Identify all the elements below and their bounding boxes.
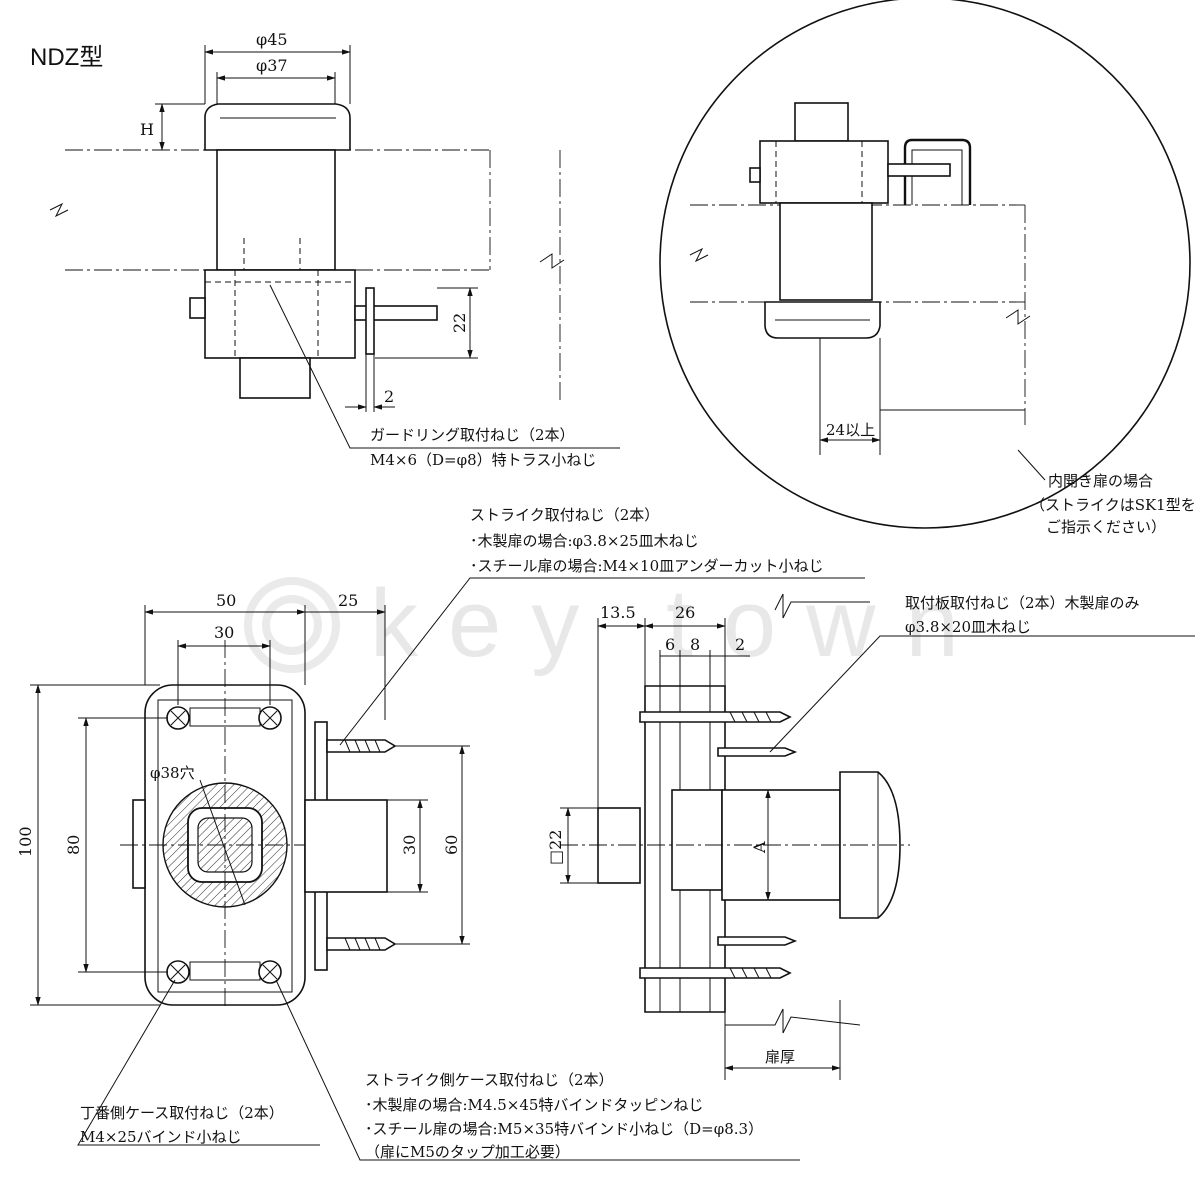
note-case-3: ･スチール扉の場合:M5×35特バインド小ねじ（D=φ8.3）	[365, 1120, 763, 1138]
note-hinge-1: 丁番側ケース取付ねじ（2本）	[80, 1104, 284, 1122]
dim-100: 100	[16, 826, 35, 857]
watermark: key town	[244, 570, 989, 677]
strike-body	[304, 799, 388, 893]
dim-25: 25	[338, 591, 358, 610]
dim-6: 6	[665, 635, 675, 654]
screw-top-right	[258, 706, 282, 730]
dim-13-5: 13.5	[600, 603, 636, 622]
dim-2b: 2	[735, 635, 745, 654]
inward-door-detail: 24以上 内開き扉の場合 （ストライクはSK1型を ご指示ください）	[659, 0, 1196, 536]
dim-8: 8	[690, 635, 700, 654]
note-inward-2: （ストライクはSK1型を	[1030, 496, 1196, 514]
model-title: NDZ型	[30, 44, 103, 71]
dim-50: 50	[216, 591, 236, 610]
dim-60: 60	[442, 835, 461, 855]
dim-30a: 30	[214, 623, 234, 642]
note-hinge-2: M4×25バインド小ねじ	[80, 1128, 242, 1146]
side-section: 13.5 26 6 8 2 □22 A 扉厚 取付板取付ねじ（2本）木製扉のみ …	[546, 593, 1195, 1080]
cylinder-cap	[204, 103, 351, 151]
screw-top-left	[166, 706, 190, 730]
watermark-text: key town	[370, 570, 989, 677]
thumb-turn	[239, 357, 311, 399]
note-inward-3: ご指示ください）	[1046, 518, 1166, 536]
dim-26: 26	[675, 603, 695, 622]
note-guard-2: M4×6（D=φ8）特トラス小ねじ	[370, 451, 596, 469]
dim-h: H	[140, 120, 154, 139]
screw-bottom-right	[258, 960, 282, 984]
note-strike-2: ･木製扉の場合:φ3.8×25皿木ねじ	[470, 532, 699, 550]
dim-phi37: φ37	[256, 56, 288, 75]
dim-sq22: □22	[546, 830, 565, 865]
screw-upper	[639, 711, 798, 757]
dim-phi45: φ45	[256, 30, 288, 49]
top-side-view: φ45 φ37 H 22 2 ガードリング取付ねじ（2本） M4×6（D=φ8）…	[49, 30, 620, 469]
dim-22: 22	[450, 313, 469, 333]
front-view: φ38穴 50 25 30 100 80 30 60	[16, 506, 865, 1161]
screw-bottom-left	[166, 960, 190, 984]
note-case-1: ストライク側ケース取付ねじ（2本）	[365, 1071, 614, 1089]
note-strike-3: ･スチール扉の場合:M4×10皿アンダーカット小ねじ	[470, 557, 824, 575]
dead-bolt	[354, 305, 438, 321]
note-plate-1: 取付板取付ねじ（2本）木製扉のみ	[905, 594, 1140, 612]
dim-24: 24以上	[826, 421, 875, 439]
dim-door-thickness: 扉厚	[765, 1048, 795, 1066]
dim-2: 2	[384, 387, 394, 406]
note-plate-2: φ3.8×20皿木ねじ	[905, 618, 1031, 636]
lock-case	[204, 269, 356, 359]
cylinder-body	[216, 149, 336, 271]
note-guard-1: ガードリング取付ねじ（2本）	[370, 426, 575, 444]
note-case-4: （扉にM5のタップ加工必要）	[365, 1143, 570, 1161]
dim-30b: 30	[400, 835, 419, 855]
screw-lower	[639, 936, 798, 979]
dim-a: A	[750, 841, 769, 854]
note-inward-1: 内開き扉の場合	[1048, 472, 1153, 490]
note-strike-1: ストライク取付ねじ（2本）	[470, 506, 659, 524]
dim-phi38: φ38穴	[150, 764, 195, 782]
detail-circle	[659, 0, 1191, 529]
dim-80: 80	[64, 835, 83, 855]
note-case-2: ･木製扉の場合:M4.5×45特バインドタッピンねじ	[365, 1096, 703, 1114]
